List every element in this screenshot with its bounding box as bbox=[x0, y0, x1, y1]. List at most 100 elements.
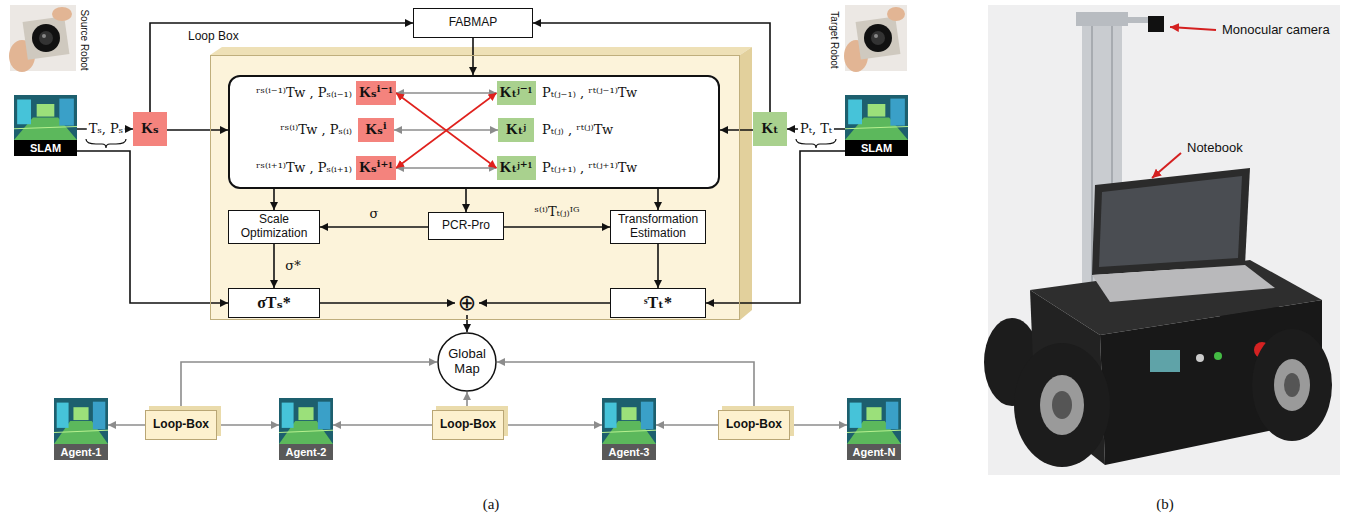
edge-label: Pₜ, Tₜ bbox=[798, 122, 834, 137]
illustration-part bbox=[42, 34, 46, 38]
illustration-part bbox=[856, 16, 901, 59]
illustration-part bbox=[886, 402, 898, 430]
keyframe-box: Kₛⁱ⁺¹ bbox=[356, 156, 396, 180]
illustration-part bbox=[228, 75, 720, 189]
robot-caption: Target Robot bbox=[828, 11, 840, 68]
illustration-part bbox=[1152, 153, 1181, 178]
robot-photo bbox=[984, 5, 1340, 475]
source-camera-photo bbox=[9, 5, 76, 72]
illustration-part bbox=[1014, 343, 1110, 467]
node-text: Loop-Box bbox=[440, 418, 496, 432]
node-text: FABMAP bbox=[449, 16, 498, 30]
illustration-part bbox=[864, 24, 892, 52]
connector bbox=[167, 129, 228, 131]
node-text: Loop-Box bbox=[726, 418, 782, 432]
process-box: Transformation Estimation bbox=[610, 210, 706, 244]
illustration-part bbox=[210, 47, 752, 55]
keyframe-box: Kₜ bbox=[753, 112, 787, 146]
illustration-part bbox=[1092, 168, 1250, 275]
edge-label: Tₛ, Pₛ bbox=[87, 122, 125, 137]
scene-thumbnail bbox=[602, 398, 656, 444]
keyframe-box: Kₜʲ⁺¹ bbox=[497, 156, 536, 180]
node-text: Kₜʲ⁺¹ bbox=[500, 159, 532, 176]
node-text: Kₛⁱ⁻¹ bbox=[359, 84, 393, 101]
map-view-box: SLAM bbox=[14, 95, 77, 156]
connector bbox=[273, 244, 275, 288]
node-text: ⊕ bbox=[458, 291, 476, 315]
illustration-part bbox=[1076, 12, 1128, 26]
illustration-part bbox=[1148, 16, 1164, 32]
relay-box: Loop-Box bbox=[145, 410, 217, 440]
node-text: Pₜ₍ⱼ₎ , ʳᵗ⁽ʲ⁾Tw bbox=[542, 123, 613, 138]
relay-box: Loop-Box bbox=[432, 410, 504, 440]
illustration-part bbox=[282, 403, 294, 428]
process-box: PCR-Pro bbox=[428, 212, 504, 240]
node-text: Pₜ₍ⱼ₋₁₎ , ʳᵗ⁽ʲ⁻¹⁾Tw bbox=[542, 86, 637, 101]
connector bbox=[657, 189, 659, 210]
illustration-part bbox=[37, 104, 55, 117]
node-text: SLAM bbox=[14, 140, 77, 156]
illustration-part bbox=[318, 402, 330, 430]
node-text: Agent-2 bbox=[279, 444, 333, 460]
connector bbox=[320, 226, 428, 228]
node-text: Global Map bbox=[444, 347, 490, 377]
edge-label: ˢ⁽ⁱ⁾Tₜ₍ⱼ₎ᴵᴳ bbox=[533, 205, 582, 220]
connector bbox=[466, 392, 468, 410]
illustration-part bbox=[57, 403, 69, 428]
node-text: Loop Box bbox=[188, 30, 239, 44]
illustration-part bbox=[740, 47, 752, 320]
connector bbox=[273, 189, 275, 210]
leader-arrow bbox=[1152, 27, 1216, 178]
illustration-part bbox=[1170, 27, 1216, 30]
connector bbox=[472, 38, 474, 75]
illustration-part bbox=[871, 31, 885, 45]
callout-label: Notebook bbox=[1187, 141, 1243, 156]
agent-tile: Agent-1 bbox=[54, 398, 108, 460]
illustration-part bbox=[279, 398, 333, 444]
node-text: σTₛ* bbox=[257, 294, 291, 312]
illustration-part bbox=[605, 403, 617, 428]
map-view-box: SLAM bbox=[845, 95, 908, 156]
connector bbox=[533, 23, 770, 112]
fusion-panel: Kₛⁱ⁻¹KₛⁱKₛⁱ⁺¹Kₜʲ⁻¹KₜʲKₜʲ⁺¹ʳˢ⁽ⁱ⁻¹⁾Tw , Pₛ… bbox=[210, 55, 740, 320]
illustration-part bbox=[1284, 373, 1300, 397]
edge-label: σ* bbox=[283, 259, 302, 274]
node-text: Transformation Estimation bbox=[615, 213, 701, 241]
illustration-part bbox=[887, 7, 905, 21]
connector bbox=[479, 302, 610, 304]
illustration-part bbox=[23, 16, 70, 59]
keyframe-box: Kₛ bbox=[133, 112, 167, 146]
illustration-part bbox=[602, 430, 656, 432]
node-text: ʳˢ⁽ⁱ⁾Tw , Pₛ₍ᵢ₎ bbox=[280, 123, 352, 138]
relay-box: Loop-Box bbox=[718, 410, 790, 440]
node-text: Scale Optimization bbox=[233, 213, 315, 241]
node-text: Kₛⁱ⁺¹ bbox=[359, 159, 393, 176]
agent-tile: Agent-3 bbox=[602, 398, 656, 460]
connector bbox=[396, 92, 497, 94]
connector bbox=[706, 151, 845, 303]
illustration-part bbox=[52, 7, 72, 21]
pose-box: σTₛ* bbox=[228, 288, 320, 318]
keyframe-box: Kₜʲ⁻¹ bbox=[497, 81, 536, 105]
connector bbox=[396, 167, 497, 169]
connector bbox=[504, 226, 610, 228]
illustration-part bbox=[868, 104, 886, 117]
agent-tile: Agent-N bbox=[847, 398, 901, 460]
connector bbox=[720, 129, 753, 131]
agent-tile: Agent-2 bbox=[279, 398, 333, 460]
target-camera-photo bbox=[844, 5, 907, 72]
illustration-part bbox=[1099, 176, 1242, 267]
node-text: ˢTₜ* bbox=[644, 294, 672, 312]
illustration-part bbox=[602, 398, 656, 444]
illustration-part bbox=[14, 127, 77, 129]
node-text: Kₛⁱ bbox=[365, 121, 386, 138]
illustration-part bbox=[86, 139, 126, 148]
node-text: Agent-N bbox=[847, 444, 901, 460]
panel-tag: (a) bbox=[483, 496, 500, 513]
place-recognition-box: FABMAP bbox=[413, 8, 533, 38]
connector bbox=[320, 302, 455, 304]
edge-label: σ bbox=[368, 207, 381, 222]
illustration-part bbox=[1150, 350, 1180, 372]
illustration-part bbox=[988, 5, 1340, 475]
